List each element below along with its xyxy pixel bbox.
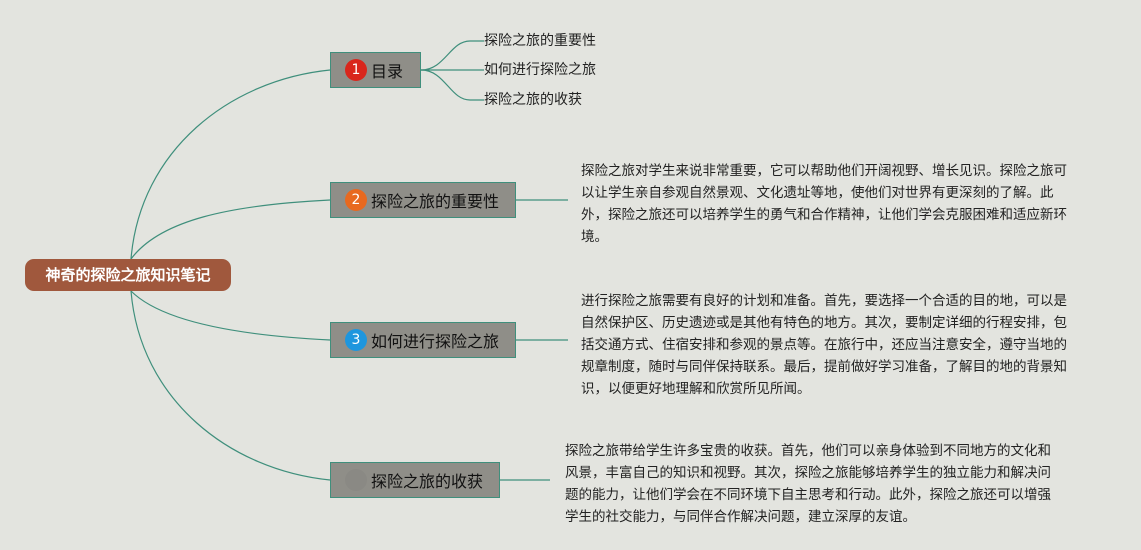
link-root-howto	[130, 290, 331, 341]
note-howto: 进行探险之旅需要有良好的计划和准备。首先，要选择一个合适的目的地，可以是自然保护…	[581, 293, 1067, 397]
subtopic-item[interactable]: 探险之旅的重要性	[484, 33, 596, 49]
link-root-gains	[130, 290, 331, 481]
link-catalog-leaf1	[420, 40, 484, 71]
branch-catalog[interactable]: 1 目录	[330, 52, 421, 88]
root-node[interactable]: 神奇的探险之旅知识笔记	[25, 259, 231, 291]
number-badge	[345, 469, 367, 491]
branch-gains[interactable]: 探险之旅的收获	[330, 462, 500, 498]
link-root-importance	[130, 199, 331, 260]
number-badge: 2	[345, 189, 367, 211]
branch-label: 探险之旅的重要性	[371, 192, 500, 211]
branch-importance[interactable]: 2 探险之旅的重要性	[330, 182, 516, 218]
number-badge: 1	[345, 59, 367, 81]
branch-label: 如何进行探险之旅	[371, 332, 500, 351]
branch-label: 目录	[371, 62, 404, 81]
note-importance: 探险之旅对学生来说非常重要，它可以帮助他们开阔视野、增长见识。探险之旅可以让学生…	[581, 163, 1067, 245]
subtopic-item[interactable]: 探险之旅的收获	[484, 92, 582, 108]
link-catalog-leaf3	[420, 69, 484, 101]
number-badge: 3	[345, 329, 367, 351]
branch-howto[interactable]: 3 如何进行探险之旅	[330, 322, 516, 358]
subtopic-item[interactable]: 如何进行探险之旅	[484, 62, 596, 78]
note-gains: 探险之旅带给学生许多宝贵的收获。首先，他们可以亲身体验到不同地方的文化和风景，丰…	[565, 443, 1051, 525]
branch-label: 探险之旅的收获	[371, 472, 484, 491]
link-root-catalog	[130, 69, 331, 260]
